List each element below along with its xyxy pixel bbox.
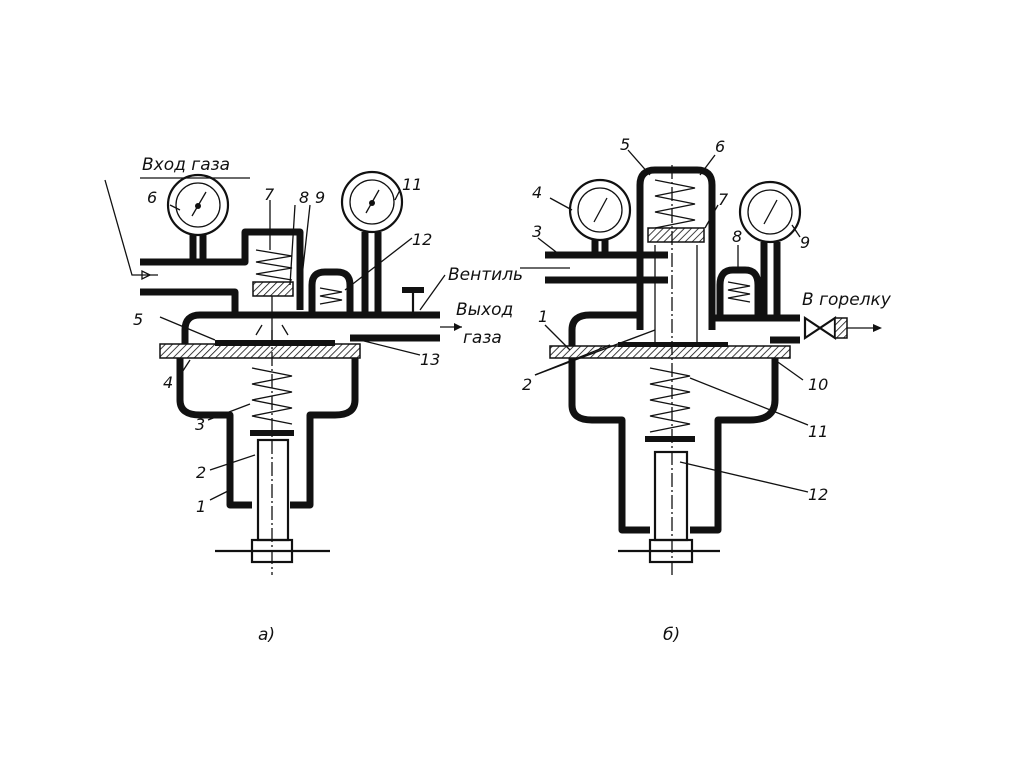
callout-b-10: 10 xyxy=(808,375,828,394)
callout-13: 13 xyxy=(420,350,440,369)
callout-b-5: 5 xyxy=(620,135,630,154)
upper-body xyxy=(181,311,440,350)
lower-body-b-right xyxy=(690,358,779,534)
outlet-label-line1: Выход xyxy=(456,300,513,320)
callout-b-9: 9 xyxy=(800,233,810,252)
inlet-pipe-top xyxy=(140,228,304,310)
lower-body-left xyxy=(176,358,252,509)
callout-b-11: 11 xyxy=(808,422,828,441)
callout-9: 9 xyxy=(315,188,325,207)
upper-body-b xyxy=(568,311,800,350)
pressure-gauge-9 xyxy=(738,180,802,318)
spring-6 xyxy=(654,179,696,229)
adjusting-screw-12 xyxy=(653,450,689,542)
callout-5: 5 xyxy=(133,310,143,329)
main-spring-11 xyxy=(649,367,691,433)
callout-12: 12 xyxy=(412,230,432,249)
diaphragm-a xyxy=(159,343,361,359)
callout-b-1: 1 xyxy=(538,307,548,326)
callout-1: 1 xyxy=(196,497,206,516)
callout-b-6: 6 xyxy=(715,137,725,156)
callout-b-8: 8 xyxy=(732,227,742,246)
pressure-gauge-4 xyxy=(568,178,632,255)
callout-b-2: 2 xyxy=(522,375,532,394)
callout-b-4: 4 xyxy=(532,183,542,202)
caption-b: б) xyxy=(663,625,680,645)
valve-label: Вентиль xyxy=(448,265,523,285)
lower-body-b-left xyxy=(568,358,650,534)
callout-7: 7 xyxy=(264,185,275,204)
callout-8: 8 xyxy=(299,188,309,207)
outlet-valve-b[interactable] xyxy=(803,315,848,341)
caption-a: а) xyxy=(258,625,275,645)
inlet-pipe-bottom xyxy=(140,288,239,318)
adjusting-screw-2 xyxy=(256,438,290,542)
regulator-a: Вход газа Вентиль Выход газа 1 2 3 4 5 6… xyxy=(104,155,523,645)
valve-knob[interactable] xyxy=(402,287,424,318)
pressure-gauge-6 xyxy=(166,173,230,262)
callout-6: 6 xyxy=(147,188,157,207)
callout-3: 3 xyxy=(195,415,205,434)
callout-b-3: 3 xyxy=(532,222,542,241)
callout-b-7: 7 xyxy=(718,190,729,209)
regulator-b: В горелку 1 2 3 4 5 6 7 8 9 10 11 12 б) xyxy=(520,135,892,645)
inlet-pipe-3 xyxy=(545,251,668,284)
pressure-gauge-11 xyxy=(340,170,404,318)
callout-b-12: 12 xyxy=(808,485,828,504)
callout-11: 11 xyxy=(402,175,422,194)
outlet-label-b: В горелку xyxy=(802,290,892,310)
callout-2: 2 xyxy=(196,463,206,482)
piston-7 xyxy=(647,227,705,243)
bonnet-5 xyxy=(636,166,716,330)
outlet-label-line2: газа xyxy=(463,328,502,348)
callout-4: 4 xyxy=(163,373,173,392)
lower-body-right xyxy=(290,358,359,509)
spring-8 xyxy=(727,281,751,303)
inlet-label: Вход газа xyxy=(142,155,230,175)
spring-12 xyxy=(319,287,343,305)
